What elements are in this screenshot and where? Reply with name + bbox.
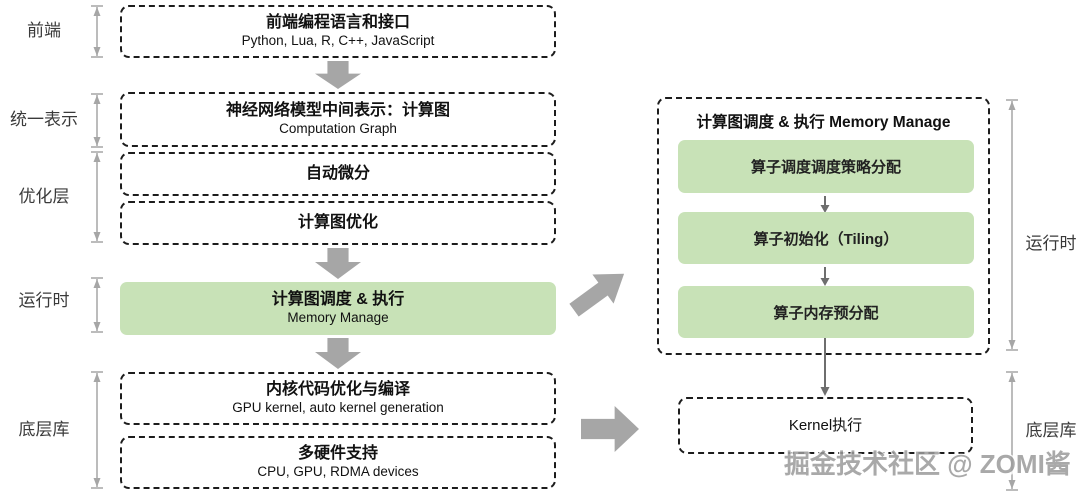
down-arrow-3 <box>315 338 361 369</box>
kernel-code-optimization-box: 内核代码优化与编译 GPU kernel, auto kernel genera… <box>120 372 556 425</box>
ir-computation-graph-box: 神经网络模型中间表示：计算图 Computation Graph <box>120 92 556 147</box>
multi-hardware-subtitle: CPU, GPU, RDMA devices <box>257 464 419 480</box>
right-expand-arrow <box>581 406 639 452</box>
graph-schedule-execute-title: 计算图调度 & 执行 <box>271 290 405 308</box>
dimension-arrow-lowlevel <box>91 371 103 489</box>
layer-label-lowlevel: 底层库 <box>18 420 70 439</box>
ir-computation-graph-title: 神经网络模型中间表示：计算图 <box>225 101 450 119</box>
operator-memory-step: 算子内存预分配 <box>678 286 974 338</box>
kernel-code-optimization-subtitle: GPU kernel, auto kernel generation <box>232 400 444 416</box>
kernel-exec-box: Kernel执行 <box>678 397 973 454</box>
layer-label-runtime: 运行时 <box>18 291 70 310</box>
ir-computation-graph-subtitle: Computation Graph <box>279 121 397 137</box>
dimension-arrow-runtime <box>91 277 103 333</box>
diagonal-expand-arrow <box>563 259 634 325</box>
multi-hardware-title: 多硬件支持 <box>297 444 378 462</box>
multi-hardware-box: 多硬件支持 CPU, GPU, RDMA devices <box>120 436 556 489</box>
operator-schedule-step: 算子调度调度策略分配 <box>678 140 974 193</box>
kernel-exec-label: Kernel执行 <box>788 416 863 434</box>
dimension-arrow-runtime-right <box>1006 99 1018 351</box>
dimension-arrow-optimizer <box>91 151 103 243</box>
autodiff-box: 自动微分 <box>120 152 556 196</box>
kernel-code-optimization-title: 内核代码优化与编译 <box>265 380 410 398</box>
layer-label-runtime-right: 运行时 <box>1025 234 1077 253</box>
step-arrow-2 <box>820 267 830 286</box>
layer-label-optimizer: 优化层 <box>18 187 70 206</box>
operator-schedule-step-label: 算子调度调度策略分配 <box>750 159 901 176</box>
frontend-language-title: 前端编程语言和接口 <box>265 13 410 31</box>
runtime-detail-panel-title: 计算图调度 & 执行 Memory Manage <box>696 114 951 131</box>
operator-init-step-label: 算子初始化（Tiling） <box>753 230 899 248</box>
graph-schedule-execute-subtitle: Memory Manage <box>287 310 389 326</box>
frontend-language-subtitle: Python, Lua, R, C++, JavaScript <box>241 33 435 49</box>
down-arrow-2 <box>315 248 361 279</box>
step-arrow-1 <box>820 196 830 213</box>
kernel-exec-arrow <box>820 338 830 396</box>
layer-label-frontend: 前端 <box>27 21 61 40</box>
autodiff-title: 自动微分 <box>305 164 370 182</box>
layer-label-lowlevel-right: 底层库 <box>1025 421 1077 440</box>
operator-memory-step-label: 算子内存预分配 <box>773 304 879 322</box>
dimension-arrow-unified <box>91 93 103 148</box>
down-arrow-1 <box>315 61 361 89</box>
dimension-arrow-lowlevel-right <box>1006 371 1018 491</box>
graph-optimization-title: 计算图优化 <box>297 213 378 231</box>
operator-init-step: 算子初始化（Tiling） <box>678 212 974 264</box>
graph-optimization-box: 计算图优化 <box>120 201 556 245</box>
graph-schedule-execute-box: 计算图调度 & 执行 Memory Manage <box>120 282 556 335</box>
frontend-language-box: 前端编程语言和接口 Python, Lua, R, C++, JavaScrip… <box>120 5 556 58</box>
dimension-arrow-frontend <box>91 5 103 58</box>
layer-label-unified: 统一表示 <box>10 110 78 129</box>
watermark-text: 掘金技术社区 @ ZOMI酱 <box>784 449 1071 479</box>
